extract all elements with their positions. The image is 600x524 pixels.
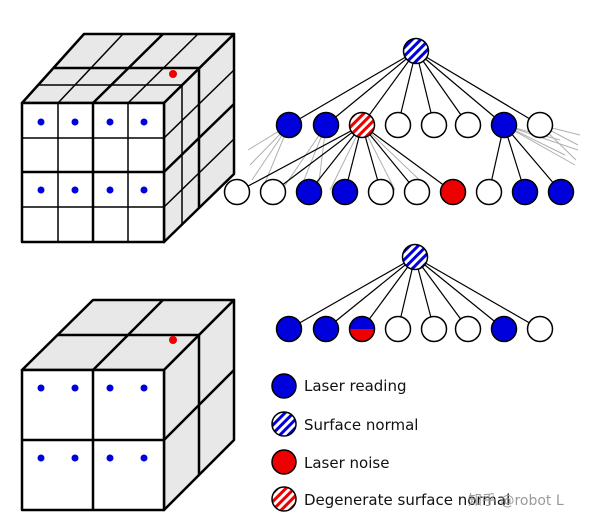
bottom-tree-nodes [275,243,554,343]
empty-node [475,178,503,206]
empty-node [403,178,431,206]
tree-edge [288,50,417,126]
laser-point [37,118,45,126]
tree-edge [308,124,363,193]
legend-item-laser-noise: Laser noise [271,449,389,475]
laser-point [71,186,79,194]
top-tree-nodes [223,37,575,206]
top-tree [223,37,581,206]
laser-point [37,186,45,194]
legend-item-laser-reading: Laser reading [271,373,407,399]
tree-edge [325,50,417,126]
laser-reading-node [547,178,575,206]
legend-label-laser-reading: Laser reading [304,377,407,395]
surface-normal-node [402,37,430,65]
surface-normal-icon [271,411,297,437]
laser-point [71,118,79,126]
tree-edge [415,50,505,126]
laser-reading-icon [271,373,297,399]
empty-node [526,315,554,343]
empty-node [384,315,412,343]
laser-noise-node [439,178,467,206]
laser-reading-node [295,178,323,206]
tree-edge [361,50,417,126]
tree-edge [503,124,576,166]
top-cube-subdivision-lines [22,33,235,242]
laser-reading-node [312,111,340,139]
legend: Laser reading Surface normal Laser noise… [271,373,510,512]
noise-point [169,70,177,78]
empty-node [526,111,554,139]
tree-edge [236,124,363,193]
bottom-cube-points [37,384,148,462]
degenerate-surface-normal-node [348,111,376,139]
laser-point [106,384,114,392]
laser-point [140,454,148,462]
tree-edge [272,124,363,193]
empty-node [454,315,482,343]
bottom-cube [20,298,236,512]
top-cube-points [37,118,148,194]
laser-reading-node [275,315,303,343]
tree-edge [361,124,418,193]
empty-node [420,111,448,139]
empty-node [367,178,395,206]
laser-point [71,384,79,392]
laser-reading-node [275,111,303,139]
empty-node [420,315,448,343]
laser-point [140,186,148,194]
laser-point [71,454,79,462]
laser-noise-icon [271,449,297,475]
legend-item-surface-normal: Surface normal [271,411,418,437]
tree-edge [361,124,454,193]
tree-edge [361,256,416,330]
laser-point [140,384,148,392]
laser-point [140,118,148,126]
empty-node [223,178,251,206]
tree-edge [288,256,416,330]
watermark: 知乎 @robot L [468,492,564,509]
surface-normal-node [401,243,429,271]
laser-reading-node [490,111,518,139]
empty-node [454,111,482,139]
legend-item-degenerate-surface-normal: Degenerate surface normal [271,486,510,512]
laser-reading-node [331,178,359,206]
tree-edge [414,256,469,330]
half-reading-noise-node [348,315,376,343]
laser-point [106,186,114,194]
laser-reading-node [511,178,539,206]
laser-point [106,454,114,462]
legend-label-surface-normal: Surface normal [304,416,418,434]
bottom-tree-edges [288,256,541,330]
laser-point [37,384,45,392]
tree-edge [325,256,416,330]
tree-edge [415,50,541,126]
tree-edge [414,256,541,330]
tree-edge [414,256,505,330]
laser-point [106,118,114,126]
tree-edge [503,124,562,193]
bottom-tree [275,243,554,343]
laser-point [37,454,45,462]
empty-node [384,111,412,139]
laser-reading-node [490,315,518,343]
degenerate-surface-normal-icon [271,486,297,512]
noise-point [169,336,177,344]
legend-label-degenerate-surface-normal: Degenerate surface normal [304,491,510,509]
laser-reading-node [312,315,340,343]
legend-label-laser-noise: Laser noise [304,454,389,472]
empty-node [259,178,287,206]
tree-edge [415,50,469,126]
